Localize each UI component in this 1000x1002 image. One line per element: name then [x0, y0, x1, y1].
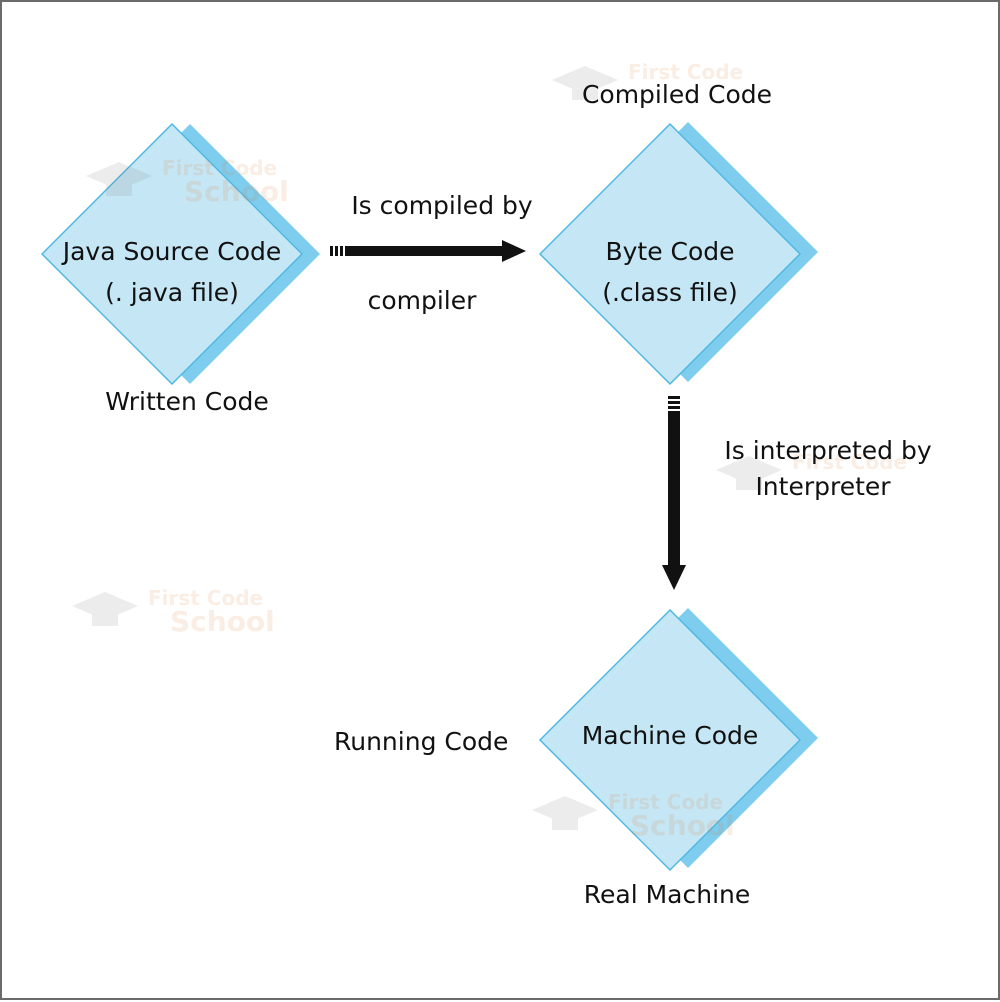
graduation-cap-icon [72, 592, 138, 626]
machine-title: Machine Code [581, 721, 759, 750]
watermark-logo: First Code School [72, 586, 275, 638]
source-caption: Written Code [105, 387, 269, 416]
graduation-cap-icon [86, 162, 152, 196]
source-diamond [40, 122, 320, 386]
compile-arrow [330, 240, 526, 262]
graduation-cap-icon [552, 66, 618, 100]
source-title: Java Source Code [62, 237, 282, 266]
watermark-line1: First Code [628, 60, 744, 84]
watermark-line1: First Code [792, 450, 908, 474]
watermark-logo: First Code School [86, 156, 289, 208]
machine-caption-left: Running Code [334, 727, 509, 756]
source-subtitle: (. java file) [105, 278, 239, 307]
compile-label-above: Is compiled by [351, 191, 533, 220]
watermark-logo: First Code [716, 450, 908, 490]
graduation-cap-icon [716, 456, 782, 490]
watermark-line1: First Code [148, 586, 264, 610]
watermark-logo: First Code School [532, 790, 735, 842]
watermark-logo: First Code [552, 60, 744, 100]
bytecode-title: Byte Code [605, 237, 735, 266]
interpret-label-line1: Is interpreted by [724, 436, 932, 465]
machine-diamond [538, 608, 818, 872]
watermark-line2: School [184, 175, 289, 208]
bytecode-caption: Compiled Code [581, 80, 773, 109]
bytecode-subtitle: (.class file) [602, 278, 738, 307]
interpret-label-line2: Interpreter [755, 472, 891, 501]
bytecode-diamond [538, 122, 818, 386]
graduation-cap-icon [532, 796, 598, 830]
compile-label-below: compiler [367, 286, 477, 315]
watermark-line2: School [170, 605, 275, 638]
watermark-line2: School [630, 809, 735, 842]
interpret-arrow [662, 396, 686, 590]
watermark-line1: First Code [162, 156, 278, 180]
watermark-line1: First Code [608, 790, 724, 814]
machine-caption-below: Real Machine [583, 880, 751, 909]
